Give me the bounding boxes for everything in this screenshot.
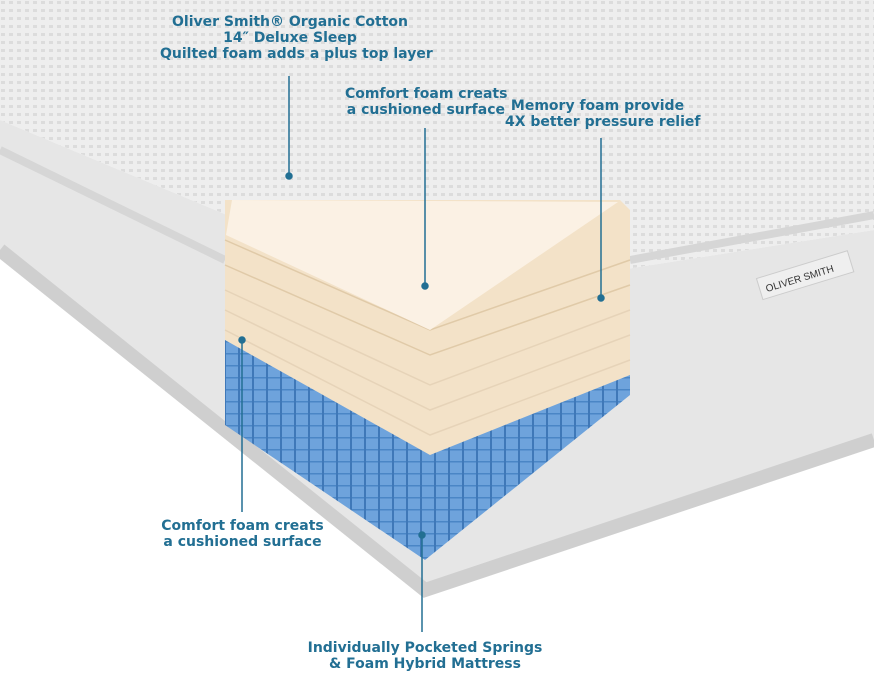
label-line: 14″ Deluxe Sleep xyxy=(223,30,357,46)
pointer-lines xyxy=(238,76,605,632)
label-memory-foam: Memory foam provide 4X better pressure r… xyxy=(505,98,701,130)
label-line: Comfort foam creats xyxy=(345,86,508,102)
label-line: Oliver Smith® Organic Cotton xyxy=(172,14,408,30)
label-line: & Foam Hybrid Mattress xyxy=(329,656,521,672)
comfort-foam-top xyxy=(226,200,618,330)
label-line: Individually Pocketed Springs xyxy=(307,640,543,656)
label-comfort-foam-bottom: Comfort foam creats a cushioned surface xyxy=(160,518,325,550)
mattress-top-surface xyxy=(0,0,874,300)
label-line: 4X better pressure relief xyxy=(505,114,701,130)
label-line: Quilted foam adds a plus top layer xyxy=(160,46,433,62)
label-organic-cotton-top: Oliver Smith® Organic Cotton 14″ Deluxe … xyxy=(160,14,433,62)
label-line: Memory foam provide xyxy=(510,98,685,114)
label-line: a cushioned surface xyxy=(346,102,505,118)
label-line: a cushioned surface xyxy=(163,534,322,550)
label-line: Comfort foam creats xyxy=(161,518,324,534)
label-comfort-foam-top: Comfort foam creats a cushioned surface xyxy=(345,86,508,118)
label-pocketed-springs: Individually Pocketed Springs & Foam Hyb… xyxy=(305,640,545,672)
